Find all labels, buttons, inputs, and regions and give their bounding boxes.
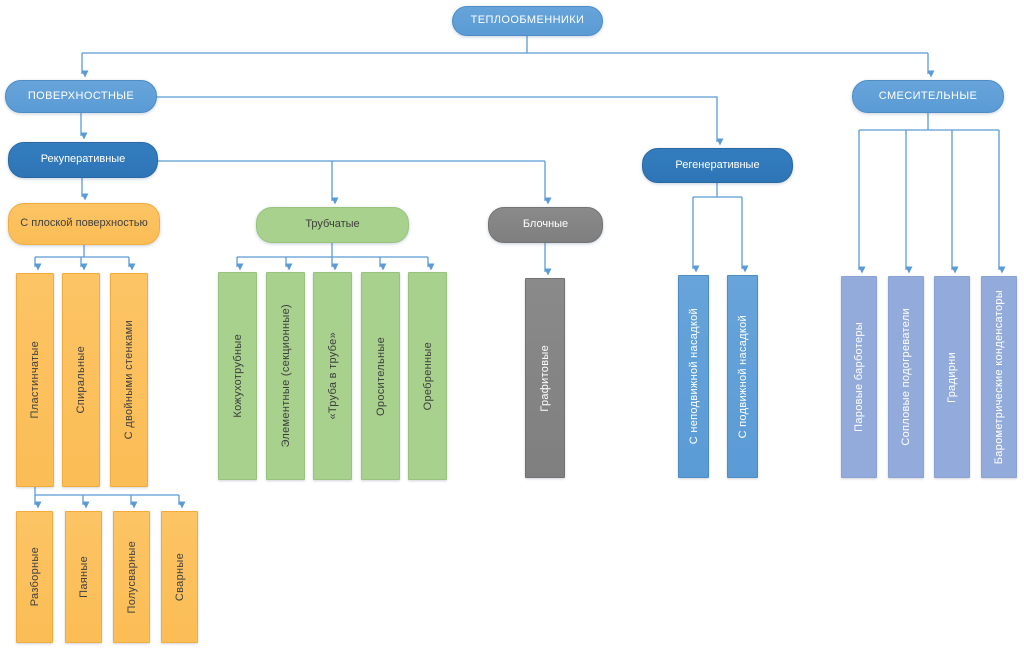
bar-label: С неподвижной насадкой [687,308,700,445]
bar-welded: Сварные [161,511,198,643]
bar-label: С подвижной насадкой [736,314,749,439]
bar-brazed: Паяные [65,511,102,643]
bar-cooling-towers: Градирни [934,276,970,478]
bar-label: Паровые барботеры [853,322,865,432]
bar-label: Сварные [173,552,186,602]
bar-spiral: Спиральные [62,273,100,487]
node-recuperative: Рекуперативные [8,142,158,178]
bar-label: Градирни [946,351,958,403]
bar-label: Пластинчатые [29,341,41,419]
bar-label: Барометрические конденсаторы [993,289,1005,465]
bar-irrigation: Оросительные [361,272,400,480]
node-block: Блочные [488,207,603,243]
bar-movable-packing: С подвижной насадкой [727,275,758,478]
bar-sectional: Элементные (секционные) [266,272,305,480]
bar-label: Оросительные [374,336,387,416]
bar-label: Разборные [28,547,41,607]
node-surface: ПОВЕРХНОСТНЫЕ [5,80,157,113]
bar-label: Элементные (секционные) [279,304,292,448]
bar-label: С двойными стенками [123,320,135,440]
bar-steam-bubblers: Паровые барботеры [841,276,877,478]
bar-fixed-packing: С неподвижной насадкой [678,275,709,478]
bar-label: Сопловые подогреватели [900,308,912,446]
bar-graphite: Графитовые [525,278,565,478]
bar-label: Паяные [77,556,90,598]
bar-tube-in-tube: «Труба в трубе» [313,272,352,480]
node-flat-surface: С плоской поверхностью [8,203,160,245]
bar-collapsible: Разборные [16,511,53,643]
node-mixing: СМЕСИТЕЛЬНЫЕ [852,80,1004,113]
bar-label: Кожухотрубные [231,334,244,418]
node-regenerative: Регенеративные [642,148,793,183]
bar-double-wall: С двойными стенками [110,273,148,487]
node-heat-exchangers: ТЕПЛООБМЕННИКИ [452,6,603,36]
bar-barometric-condensers: Барометрические конденсаторы [981,276,1017,478]
bar-nozzle-heaters: Сопловые подогреватели [888,276,924,478]
bar-plate: Пластинчатые [16,273,54,487]
bar-semi-welded: Полусварные [113,511,150,643]
bar-label: Графитовые [539,344,551,412]
bar-label: «Труба в трубе» [326,332,339,420]
node-tubular: Трубчатые [256,207,409,243]
bar-finned: Оребренные [408,272,447,480]
bar-label: Оребренные [421,341,434,411]
bar-label: Полусварные [125,540,138,614]
bar-label: Спиральные [75,346,87,414]
bar-shell-and-tube: Кожухотрубные [218,272,257,480]
